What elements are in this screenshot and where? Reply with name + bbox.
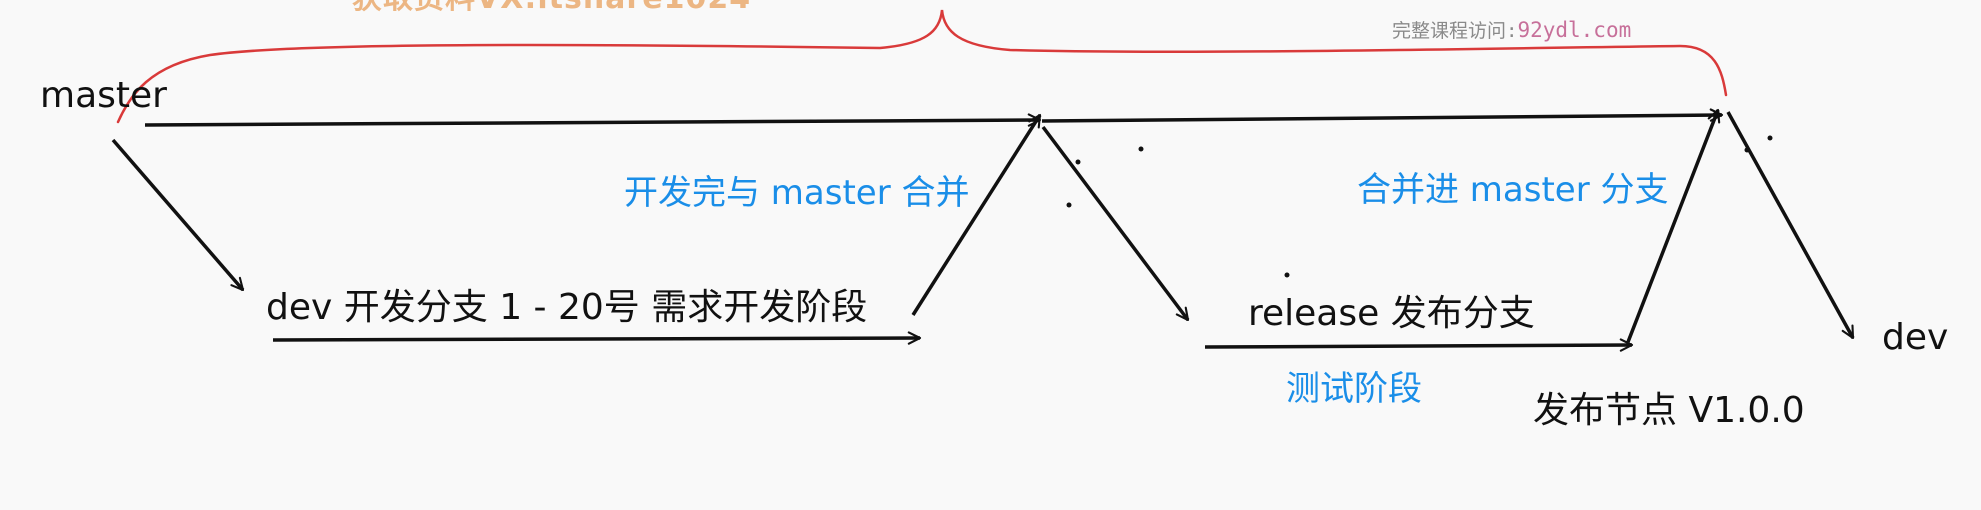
test-phase-label: 测试阶段	[1286, 369, 1422, 409]
master-arrow-1	[144, 113, 1042, 127]
branch-to-release-arrow	[1041, 125, 1190, 322]
dev-arrow	[272, 331, 922, 345]
release-arrow	[1204, 338, 1634, 352]
master-arrow-2	[1041, 108, 1724, 123]
release-node-label: 发布节点 V1.0.0	[1533, 390, 1805, 431]
stray-dots	[1066, 135, 1773, 278]
dev-merge-note: 开发完与 master 合并	[624, 173, 970, 213]
merge-into-master-note: 合并进 master 分支	[1357, 170, 1669, 210]
branch-to-dev-arrow	[111, 138, 245, 292]
watermark-top: 获取资料VX:itshare1024	[352, 0, 751, 14]
dev-merge-arrow	[911, 113, 1042, 316]
release-branch-label: release 发布分支	[1248, 293, 1535, 334]
course-watermark-url: 92ydl.com	[1517, 18, 1632, 42]
dev-end-label: dev	[1882, 317, 1949, 358]
course-watermark-prefix: 完整课程访问:	[1392, 20, 1518, 42]
master-label: master	[40, 75, 167, 116]
release-merge-arrow	[1626, 108, 1721, 343]
dev-branch-label: dev 开发分支 1 - 20号 需求开发阶段	[266, 287, 868, 328]
course-watermark: 完整课程访问:92ydl.com	[1392, 20, 1631, 41]
master-brace	[116, 9, 1728, 124]
branch-to-dev-end-arrow	[1726, 111, 1855, 340]
